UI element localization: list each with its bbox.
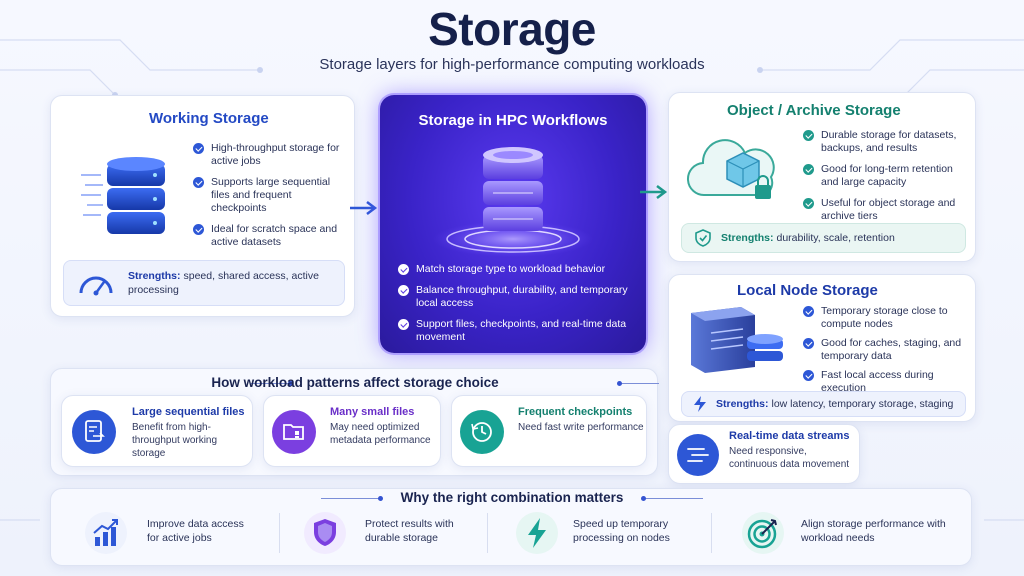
local-node-storage-strengths: Strengths:low latency, temporary storage… (681, 391, 966, 417)
object-storage-title: Object / Archive Storage (727, 102, 901, 119)
pattern-title: Many small files (330, 406, 415, 418)
list-item: Good for caches, staging, and temporary … (803, 337, 969, 363)
benefit-text: Speed up temporary processing on nodes (573, 518, 670, 544)
list-item: Fast local access during execution (803, 369, 969, 395)
database-stack-icon (81, 157, 165, 234)
working-storage-title: Working Storage (149, 110, 269, 127)
lightning-icon (694, 396, 706, 412)
object-storage-list: Durable storage for datasets, backups, a… (803, 129, 967, 231)
pattern-title: Real-time data streams (729, 430, 850, 442)
page-subtitle: Storage layers for high-performance comp… (319, 56, 705, 73)
list-item: Supports large sequential files and freq… (193, 176, 343, 215)
data-stream-icon (677, 434, 719, 476)
local-node-storage-card: Local Node Storage Temporary storage clo… (668, 274, 976, 422)
check-icon (193, 177, 204, 188)
shield-icon (304, 512, 346, 554)
local-node-storage-list: Temporary storage close to compute nodes… (803, 305, 969, 401)
check-icon (803, 198, 814, 209)
pattern-desc: Need responsive, continuous data movemen… (729, 446, 850, 470)
working-storage-strengths: Strengths:speed, shared access, active p… (63, 260, 345, 306)
check-icon (803, 164, 814, 175)
list-item: Durable storage for datasets, backups, a… (803, 129, 967, 155)
hpc-workflows-list: Match storage type to workload behavior … (398, 263, 628, 352)
heading-decoration (617, 381, 659, 386)
object-storage-card: Object / Archive Storage Durable storage… (668, 92, 976, 262)
clock-refresh-icon (460, 410, 504, 454)
lightning-icon (516, 512, 558, 554)
list-item: Support files, checkpoints, and real-tim… (398, 318, 628, 344)
divider (711, 513, 712, 553)
arrow-right-icon (350, 201, 378, 215)
server-node-icon (691, 307, 783, 373)
benefit-text: Align storage performance with workload … (801, 518, 946, 544)
hpc-workflows-card: Storage in HPC Workflows Match storage t… (380, 95, 646, 353)
workload-patterns-heading: How workload patterns affect storage cho… (211, 375, 499, 390)
heading-decoration (251, 381, 293, 386)
heading-decoration (641, 496, 703, 501)
workload-patterns-section: How workload patterns affect storage cho… (50, 368, 659, 476)
list-item: Useful for object storage and archive ti… (803, 197, 967, 223)
list-item: Match storage type to workload behavior (398, 263, 628, 276)
benefit-text: Protect results with durable storage (365, 518, 454, 544)
check-icon (193, 143, 204, 154)
check-icon (803, 338, 814, 349)
local-node-storage-title: Local Node Storage (737, 282, 878, 299)
file-transfer-icon (72, 410, 116, 454)
check-icon (193, 224, 204, 235)
check-icon (803, 306, 814, 317)
list-item: Good for long-term retention and large c… (803, 163, 967, 189)
check-icon (398, 285, 409, 296)
speedometer-icon (79, 276, 113, 296)
pattern-card-real-time-streams: Real-time data streams Need responsive, … (668, 424, 860, 484)
growth-chart-icon (85, 512, 127, 554)
target-icon (742, 512, 784, 554)
divider (279, 513, 280, 553)
hpc-workflows-title: Storage in HPC Workflows (418, 112, 608, 129)
glowing-database-icon (433, 147, 593, 257)
why-combination-heading: Why the right combination matters (400, 490, 624, 505)
shield-check-icon (695, 229, 711, 247)
pattern-desc: Benefit from high-throughput working sto… (132, 422, 218, 459)
folder-grid-icon (272, 410, 316, 454)
divider (487, 513, 488, 553)
page-title: Storage (428, 3, 596, 55)
check-icon (398, 264, 409, 275)
heading-decoration (321, 496, 383, 501)
working-storage-card: Working Storage High-throughput storage … (50, 95, 355, 317)
cloud-lock-icon (687, 139, 775, 199)
why-combination-section: Why the right combination matters Improv… (50, 488, 972, 566)
check-icon (803, 370, 814, 381)
check-icon (803, 130, 814, 141)
working-storage-list: High-throughput storage for active jobs … (193, 142, 343, 257)
pattern-desc: Need fast write performance (518, 422, 644, 433)
list-item: High-throughput storage for active jobs (193, 142, 343, 168)
arrow-right-icon (640, 185, 668, 199)
object-storage-strengths: Strengths:durability, scale, retention (681, 223, 966, 253)
check-icon (398, 319, 409, 330)
pattern-card-large-sequential: Large sequential files Benefit from high… (61, 395, 253, 467)
benefit-text: Improve data access for active jobs (147, 518, 244, 544)
list-item: Ideal for scratch space and active datas… (193, 223, 343, 249)
list-item: Temporary storage close to compute nodes (803, 305, 969, 331)
pattern-card-checkpoints: Frequent checkpoints Need fast write per… (451, 395, 647, 467)
pattern-desc: May need optimized metadata performance (330, 422, 431, 446)
pattern-card-small-files: Many small files May need optimized meta… (263, 395, 441, 467)
list-item: Balance throughput, durability, and temp… (398, 284, 628, 310)
pattern-title: Large sequential files (132, 406, 245, 418)
pattern-title: Frequent checkpoints (518, 406, 633, 418)
